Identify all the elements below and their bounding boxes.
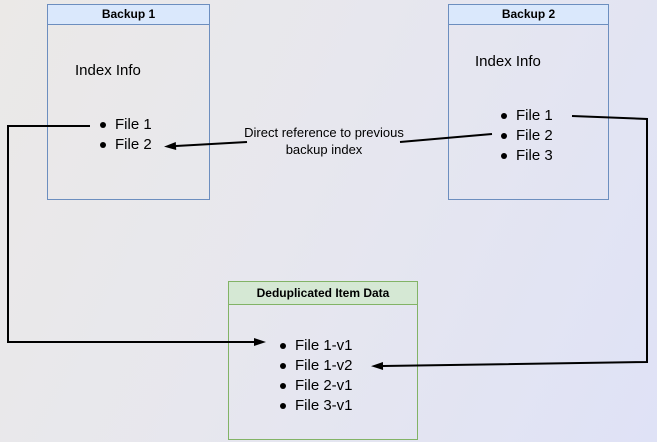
backup2-subtitle: Index Info [475, 53, 541, 70]
backup2-file-item: File 2 [501, 127, 553, 144]
backup1-file-item: File 1 [100, 116, 152, 133]
dedup-file-list: File 1-v1 File 1-v2 File 2-v1 File 3-v1 [277, 336, 353, 416]
dedup-title: Deduplicated Item Data [229, 282, 417, 305]
backup1-file-list: File 1 File 2 [97, 115, 152, 155]
dedup-file-item: File 2-v1 [280, 377, 353, 394]
dedup-file-item: File 1-v2 [280, 357, 353, 374]
backup2-file-item: File 1 [501, 107, 553, 124]
dedup-file-item: File 1-v1 [280, 337, 353, 354]
backup2-box: Backup 2 Index Info File 1 File 2 File 3 [448, 4, 609, 200]
backup2-file-item: File 3 [501, 147, 553, 164]
backup2-title: Backup 2 [449, 5, 608, 25]
arrow-annotation-label: Direct reference to previous backup inde… [244, 125, 404, 157]
backup1-subtitle: Index Info [75, 62, 141, 79]
backup1-title: Backup 1 [48, 5, 209, 25]
backup1-box: Backup 1 Index Info File 1 File 2 [47, 4, 210, 200]
backup1-file-item: File 2 [100, 136, 152, 153]
backup2-file-list: File 1 File 2 File 3 [498, 106, 553, 166]
deduplicated-item-data-box: Deduplicated Item Data File 1-v1 File 1-… [228, 281, 418, 440]
dedup-file-item: File 3-v1 [280, 397, 353, 414]
